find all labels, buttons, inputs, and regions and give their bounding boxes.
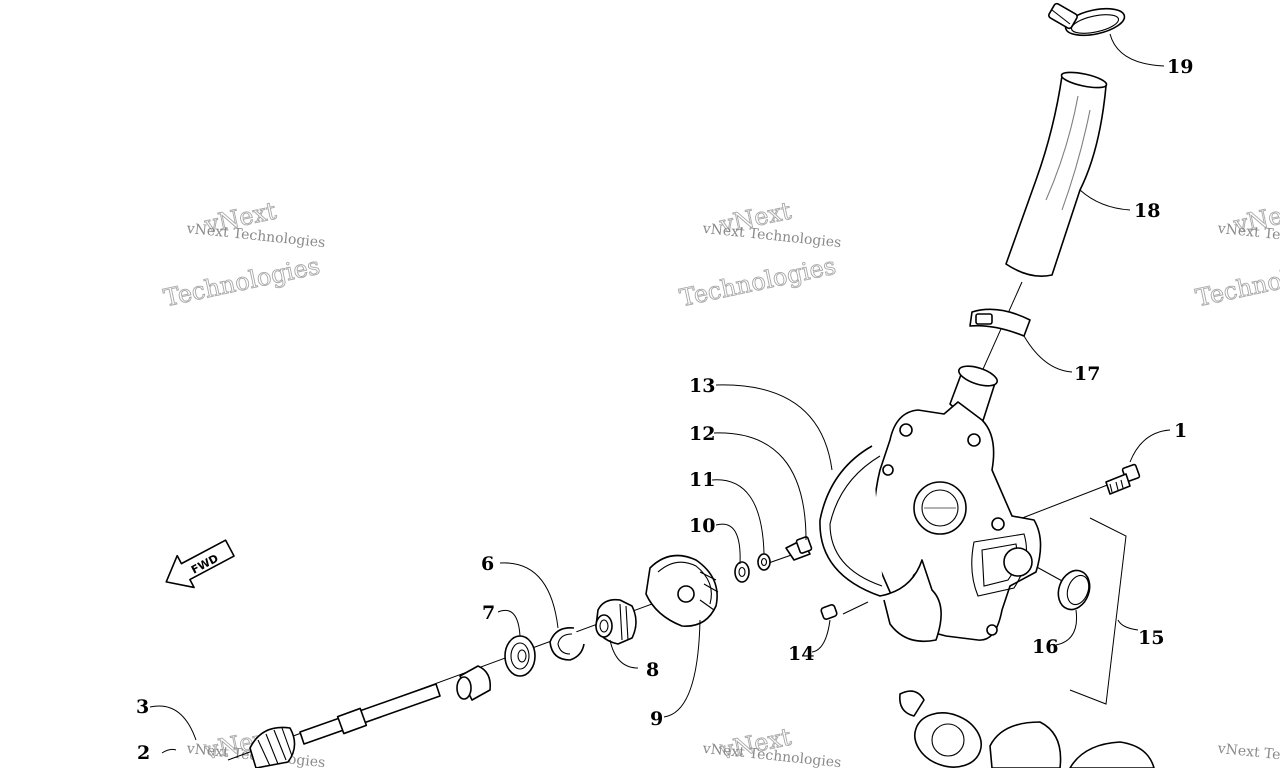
part-19-hose-clamp [1048,2,1126,37]
thermostat-partial [898,690,982,768]
part-11-washer [757,553,771,571]
watermark-group-left: vNext Technologies vNext Technologies [161,196,326,312]
part-3-pump-shaft [249,683,441,768]
callout-19: 19 [1167,56,1193,78]
callout-18: 18 [1134,200,1160,222]
callout-1: 1 [1174,420,1187,442]
watermark-small: vNext Technologies [1216,221,1280,252]
spacer-sleeve [456,665,492,701]
callout-6: 6 [481,553,494,575]
part-14-dowel [820,604,838,620]
watermark-group-center: vNext Technologies vNext Technologies [677,196,842,312]
watermark-big-bottom: Technologies [1193,252,1280,312]
callout-15: 15 [1138,627,1164,649]
callout-17: 17 [1074,363,1100,385]
part-8-mechanical-seal [595,598,637,645]
callout-numbers: 1 2 3 6 7 8 9 10 11 12 13 14 15 16 17 18… [136,56,1193,764]
part-15-bracket [1069,517,1127,705]
part-7-bearing [504,635,536,677]
part-16-seal-ring [1057,569,1091,611]
watermark-big-bottom: Technologies [677,252,838,312]
watermark-big-bottom: Technologies [161,252,322,312]
callout-13: 13 [689,375,715,397]
callout-12: 12 [689,423,715,445]
callout-2: 2 [137,742,150,764]
part-13-gasket [819,445,942,643]
part-10-washer [734,561,750,583]
part-1-bolt [1105,463,1141,495]
watermark-small: vNext Technologies [1216,741,1280,768]
callout-7: 7 [482,602,495,624]
watermark-group-bottom-right: vNext Technologies [1216,741,1280,768]
leader-lines [149,33,1171,754]
callout-11: 11 [689,469,715,491]
watermark-group-right: vNext Technologies vNext Technologies [1193,196,1280,312]
callout-8: 8 [646,659,659,681]
watermark-group-bottom-center: vNext vNext Technologies [701,722,842,768]
callout-9: 9 [650,708,663,730]
part-12-bolt [785,536,813,561]
callout-14: 14 [788,643,814,665]
part-18-hose [1005,71,1108,277]
callout-3: 3 [136,696,149,718]
cover-partial [989,721,1155,768]
callout-10: 10 [689,515,715,537]
part-6-snap-ring [549,626,585,661]
part-9-impeller [645,554,719,627]
callout-16: 16 [1032,636,1058,658]
fwd-arrow-icon: FWD [165,539,235,589]
